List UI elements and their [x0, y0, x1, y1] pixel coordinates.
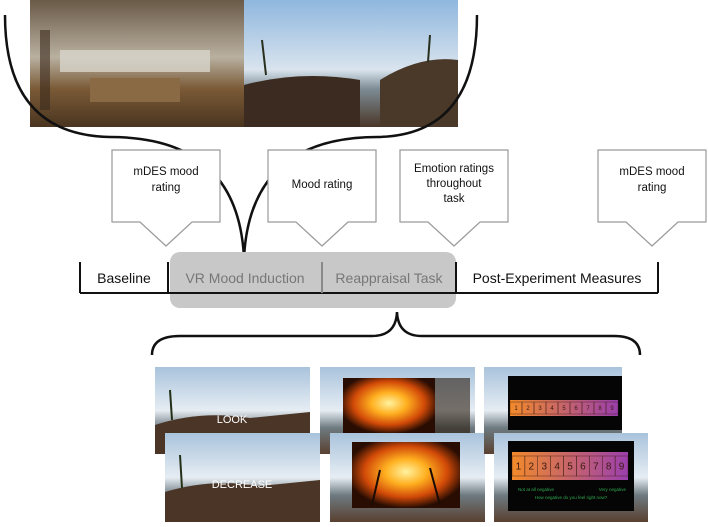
callout-arrow-3: Emotion ratings throughout task	[399, 149, 509, 247]
scale-number: 7	[586, 406, 590, 412]
callout-arrow-4: mDES mood rating	[597, 149, 707, 247]
scale-number: 6	[574, 406, 578, 412]
scale-number: 4	[554, 462, 560, 473]
slide-decrease: DECREASE	[165, 433, 320, 522]
scale-number: 1	[516, 462, 522, 473]
slide-decrease-label: DECREASE	[212, 479, 273, 491]
scale-high-label: Very negative	[599, 487, 627, 492]
callout-3-line-3: task	[443, 193, 464, 205]
scale-number: 9	[610, 406, 614, 412]
office-panorama-image	[30, 0, 244, 127]
scale-question: How negative do you feel right now?	[535, 495, 608, 500]
scale-number: 7	[593, 462, 599, 473]
callout-3-line-1: Emotion ratings	[414, 163, 494, 175]
timeline-vr-mood-induction: VR Mood Induction	[185, 270, 304, 286]
callout-arrow-2: Mood rating	[267, 149, 377, 247]
callout-4-line-2: rating	[638, 182, 667, 194]
scale-number: 3	[541, 462, 547, 473]
scale-number: 2	[529, 462, 535, 473]
scale-number: 8	[598, 406, 602, 412]
callout-2-line-1: Mood rating	[292, 179, 353, 191]
scale-number: 1	[514, 406, 518, 412]
slide-look-label: LOOK	[217, 414, 248, 426]
callout-arrow-1: mDES mood rating	[111, 149, 221, 247]
scale-number: 9	[619, 462, 625, 473]
slide-fire-2	[330, 433, 485, 522]
scale-number: 4	[550, 406, 554, 412]
scale-cell	[614, 455, 629, 477]
callout-4-line-1: mDES mood	[619, 166, 684, 178]
timeline-reappraisal-task: Reappraisal Task	[335, 270, 443, 286]
scale-number: 5	[562, 406, 566, 412]
scale-number: 5	[567, 462, 573, 473]
scale-number: 3	[538, 406, 542, 412]
scale-number: 6	[580, 462, 586, 473]
beach-panorama-image	[244, 0, 458, 127]
scale-number: 2	[526, 406, 530, 412]
scale-low-label: Not at all negative	[518, 487, 555, 492]
timeline-baseline: Baseline	[97, 270, 151, 286]
reappraisal-brace	[150, 311, 642, 356]
callout-3-line-2: throughout	[427, 178, 483, 190]
callout-1-line-1: mDES mood	[133, 166, 198, 178]
scale-number: 8	[606, 462, 612, 473]
callout-1-line-2: rating	[152, 182, 181, 194]
rating-scale-small: 1 2 3 4 5 6 7 8 9	[509, 401, 619, 415]
scale-cell	[605, 401, 619, 415]
timeline-post-experiment-measures: Post-Experiment Measures	[473, 270, 642, 286]
timeline: Baseline VR Mood Induction Reappraisal T…	[79, 252, 659, 308]
